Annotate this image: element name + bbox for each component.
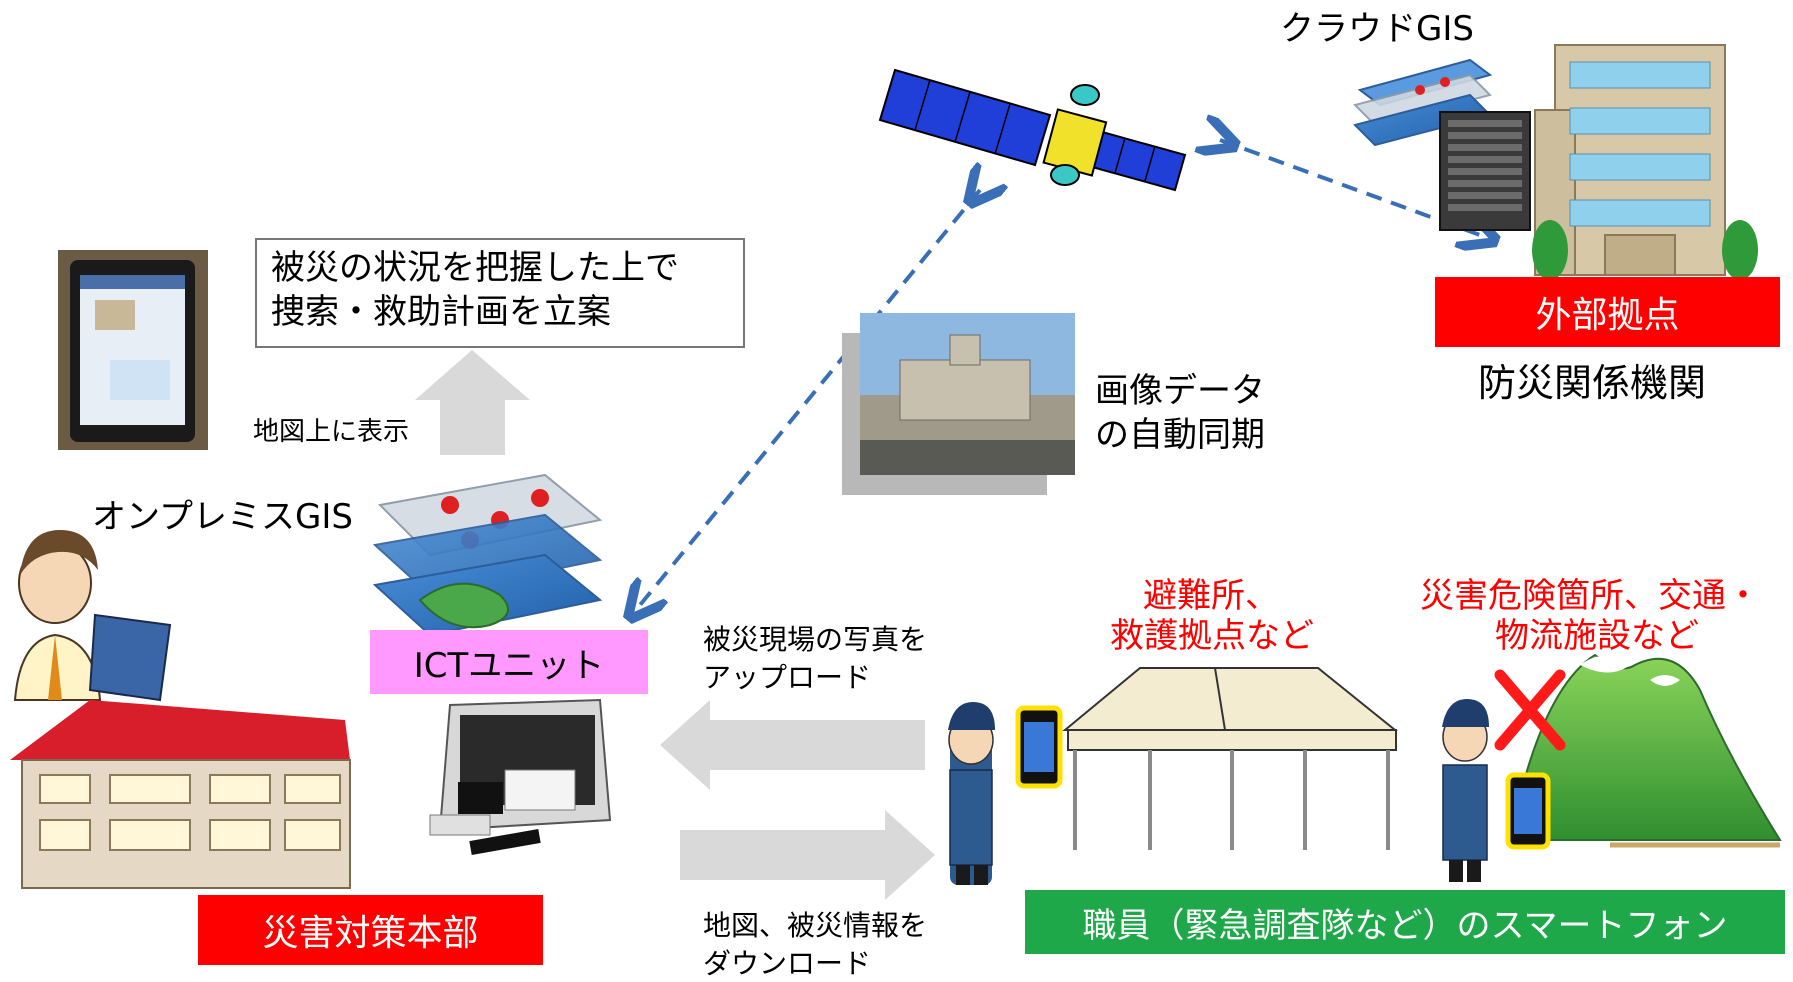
download-label-line2: ダウンロード bbox=[703, 947, 872, 980]
ict-unit-briefcase-icon bbox=[429, 698, 612, 855]
building-photo bbox=[842, 313, 1075, 495]
cloud-gis-map-icon bbox=[1353, 58, 1493, 147]
hq-box: 災害対策本部 bbox=[198, 895, 543, 965]
onpremise-gis-label: オンプレミスGIS bbox=[92, 497, 353, 537]
satellite-link-line bbox=[640, 190, 980, 605]
upload-label-line1: 被災現場の写真を bbox=[703, 623, 928, 656]
staff-officer-icon-1 bbox=[948, 702, 995, 885]
staff-phone-box: 職員（緊急調査隊など）のスマートフォン bbox=[1025, 890, 1785, 954]
cloud-link-line bbox=[1220, 140, 1480, 235]
image-sync-label-line2: の自動同期 bbox=[1095, 415, 1265, 455]
hazard-label-line1: 災害危険箇所、交通・ bbox=[1420, 576, 1760, 616]
plan-note-box: 被災の状況を把握した上で 捜索・救助計画を立案 bbox=[255, 238, 745, 348]
hazard-x-icon bbox=[1494, 669, 1566, 751]
download-arrow bbox=[680, 810, 935, 900]
ict-unit-box: ICTユニット bbox=[370, 630, 648, 694]
download-label-line1: 地図、被災情報を bbox=[703, 909, 928, 942]
shelter-label-line2: 救護拠点など bbox=[1110, 616, 1314, 656]
hill-icon bbox=[1508, 653, 1782, 848]
cloud-gis-label: クラウドGIS bbox=[1280, 9, 1474, 49]
hq-building-icon bbox=[10, 700, 351, 889]
smartphone-icon-1 bbox=[1015, 705, 1063, 789]
up-arrow bbox=[415, 350, 530, 455]
satellite-icon bbox=[878, 68, 1187, 192]
tent-icon bbox=[1062, 667, 1398, 850]
person-laptop-icon bbox=[13, 530, 172, 702]
external-base-box: 外部拠点 bbox=[1435, 277, 1780, 347]
onpremise-gis-map-icon bbox=[372, 473, 603, 637]
office-building-icon bbox=[1532, 44, 1758, 280]
staff-officer-icon-2 bbox=[1442, 699, 1489, 882]
tablet-photo bbox=[58, 250, 208, 450]
shelter-label-line1: 避難所、 bbox=[1143, 576, 1279, 616]
upload-label-line2: アップロード bbox=[703, 661, 872, 694]
plan-note-line1: 被災の状況を把握した上で bbox=[271, 248, 679, 288]
disaster-org-label: 防災関係機関 bbox=[1478, 361, 1707, 405]
server-icon bbox=[1439, 111, 1531, 231]
upload-arrow bbox=[660, 700, 925, 790]
map-display-label: 地図上に表示 bbox=[253, 417, 410, 447]
image-sync-label-line1: 画像データ bbox=[1095, 371, 1265, 411]
hazard-label-line2: 物流施設など bbox=[1495, 616, 1699, 656]
plan-note-line2: 捜索・救助計画を立案 bbox=[271, 292, 611, 333]
smartphone-icon-2 bbox=[1505, 772, 1551, 850]
